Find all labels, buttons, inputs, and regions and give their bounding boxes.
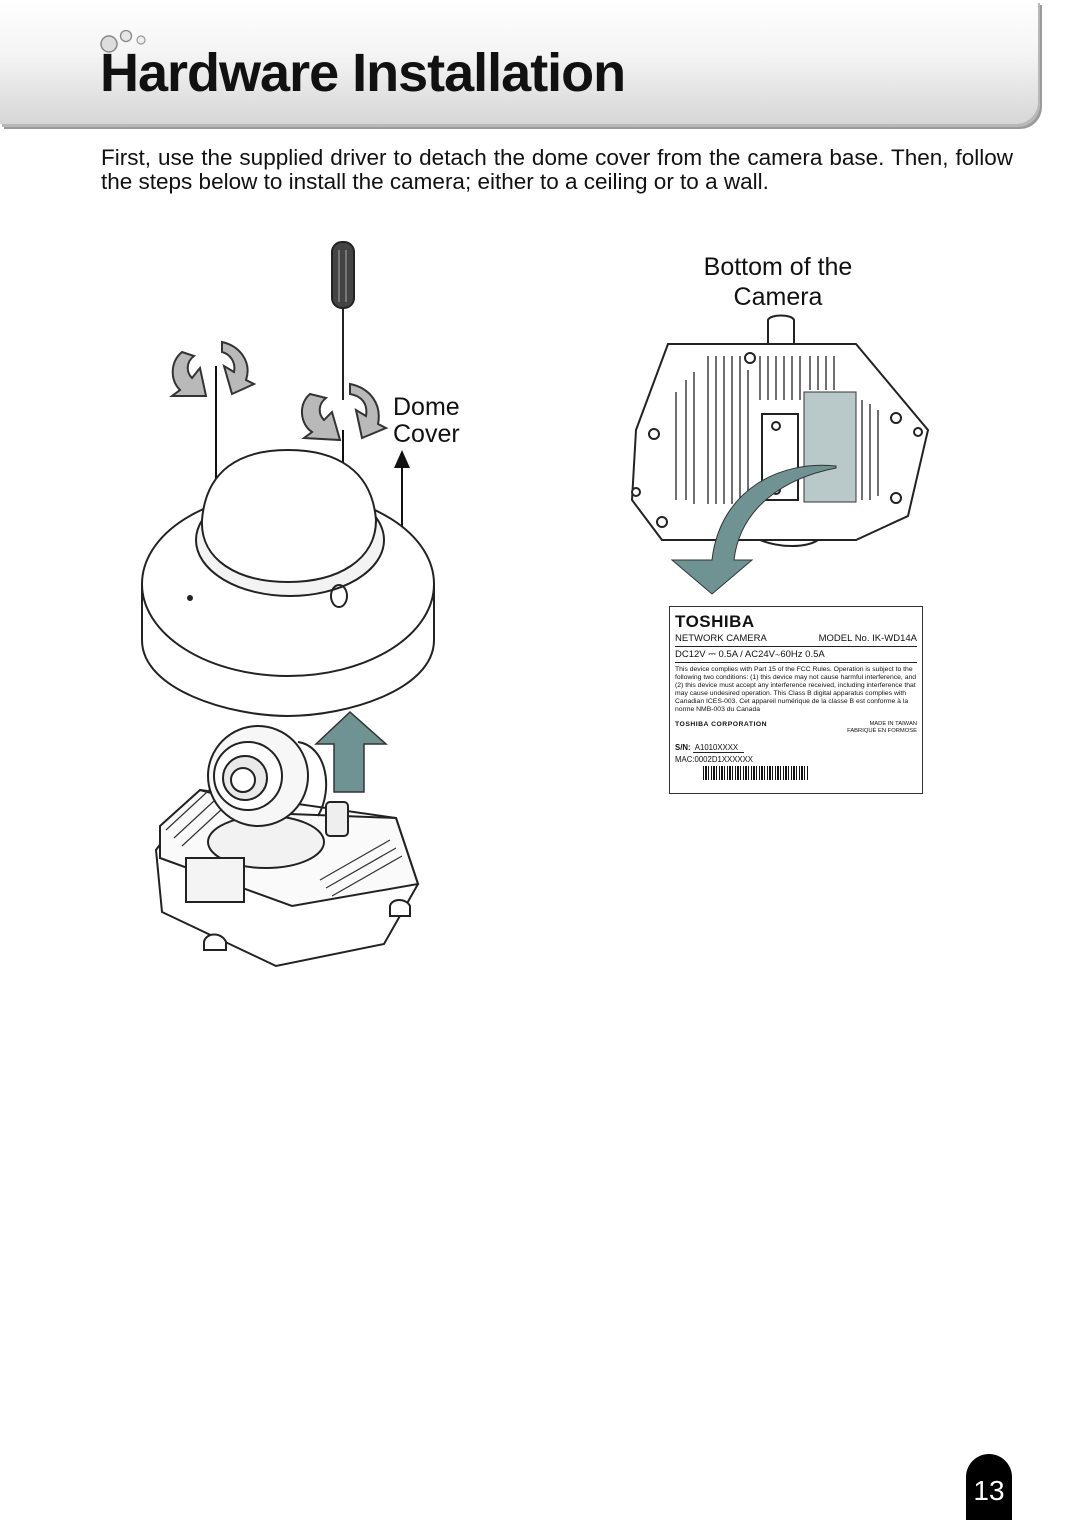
page-title: Hardware Installation xyxy=(100,43,626,103)
label-mac: MAC:0002D1XXXXXX xyxy=(675,755,754,765)
installation-illustration xyxy=(141,241,930,968)
screwdriver-icon xyxy=(331,241,355,400)
label-corporation: TOSHIBA CORPORATION xyxy=(675,721,768,729)
chapter-header-bar: Hardware Installation xyxy=(0,0,1038,124)
barcode-icon xyxy=(703,766,809,781)
bottom-label-line2: Camera xyxy=(733,283,823,311)
label-made-in: MADE IN TAIWAN FABRIQUÉ EN FORMOSE xyxy=(847,721,917,735)
dome-label-line1: Dome xyxy=(393,393,460,421)
rotate-arrow-icon xyxy=(169,340,257,397)
camera-bottom-plate xyxy=(630,314,930,547)
bottom-of-camera-label: Bottom of the Camera xyxy=(680,252,876,312)
label-divider xyxy=(675,662,917,663)
bubbles-icon xyxy=(100,29,146,53)
label-sn-value: A1010XXXX xyxy=(692,743,745,754)
bottom-label-line1: Bottom of the xyxy=(703,253,853,281)
label-divider xyxy=(675,646,917,647)
rotate-arrow-icon xyxy=(301,382,389,442)
label-made-in-fr: FABRIQUÉ EN FORMOSE xyxy=(847,728,917,735)
intro-paragraph: First, use the supplied driver to detach… xyxy=(101,145,1013,194)
label-product: NETWORK CAMERA xyxy=(675,633,767,644)
label-brand: TOSHIBA xyxy=(675,612,755,631)
camera-base xyxy=(154,725,420,968)
label-fcc-text: This device complies with Part 15 of the… xyxy=(675,666,917,713)
dome-cover-label: Dome Cover xyxy=(393,394,460,448)
lift-arrow-icon xyxy=(314,710,388,793)
label-sn-prefix: S/N: xyxy=(675,743,691,753)
dome-label-line2: Cover xyxy=(393,420,460,448)
label-power: DC12V ⎓ 0.5A / AC24V∼60Hz 0.5A xyxy=(675,649,825,660)
label-serial: S/N: A1010XXXX xyxy=(675,743,917,754)
dome-cover xyxy=(141,448,435,718)
label-corporation-row: TOSHIBA CORPORATION MADE IN TAIWAN FABRI… xyxy=(675,721,917,735)
label-made-in-en: MADE IN TAIWAN xyxy=(869,721,917,728)
label-product-row: NETWORK CAMERA MODEL No. IK-WD14A xyxy=(675,632,917,645)
page-number: 13 xyxy=(966,1454,1012,1520)
rating-label: TOSHIBA NETWORK CAMERA MODEL No. IK-WD14… xyxy=(669,606,923,794)
label-model: MODEL No. IK-WD14A xyxy=(818,633,917,644)
pointer-arrow-icon xyxy=(670,464,837,595)
